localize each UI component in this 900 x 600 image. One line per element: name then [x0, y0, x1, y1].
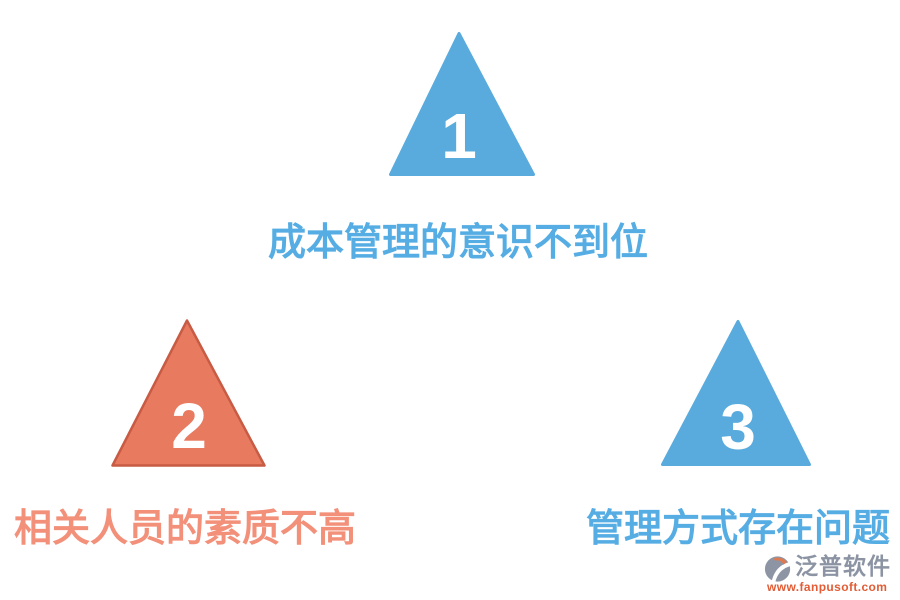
triangle-1-label: 成本管理的意识不到位 [267, 222, 648, 264]
triangle-2-shape [111, 319, 266, 467]
watermark-url-text: www.fanpusoft.com [767, 580, 888, 594]
watermark-brand-text: 泛普软件 [795, 553, 891, 579]
triangle-1-number: 1 [441, 100, 477, 172]
triangle-2-number: 2 [171, 390, 207, 462]
fanpu-logo-icon [764, 555, 792, 588]
triangle-3-number: 3 [720, 391, 756, 463]
triangle-2-label: 相关人员的素质不高 [13, 508, 356, 550]
triangle-2: 2 [111, 319, 266, 467]
triangle-3-shape [661, 320, 811, 466]
logo-orange-arc [773, 557, 787, 565]
watermark: 泛普软件 www.fanpusoft.com [764, 553, 896, 597]
triangle-3-label: 管理方式存在问题 [585, 508, 890, 550]
triangle-3: 3 [661, 320, 811, 466]
triangle-1-shape [389, 32, 535, 176]
triangle-1: 1 [389, 32, 535, 176]
logo-swoosh [771, 561, 792, 583]
